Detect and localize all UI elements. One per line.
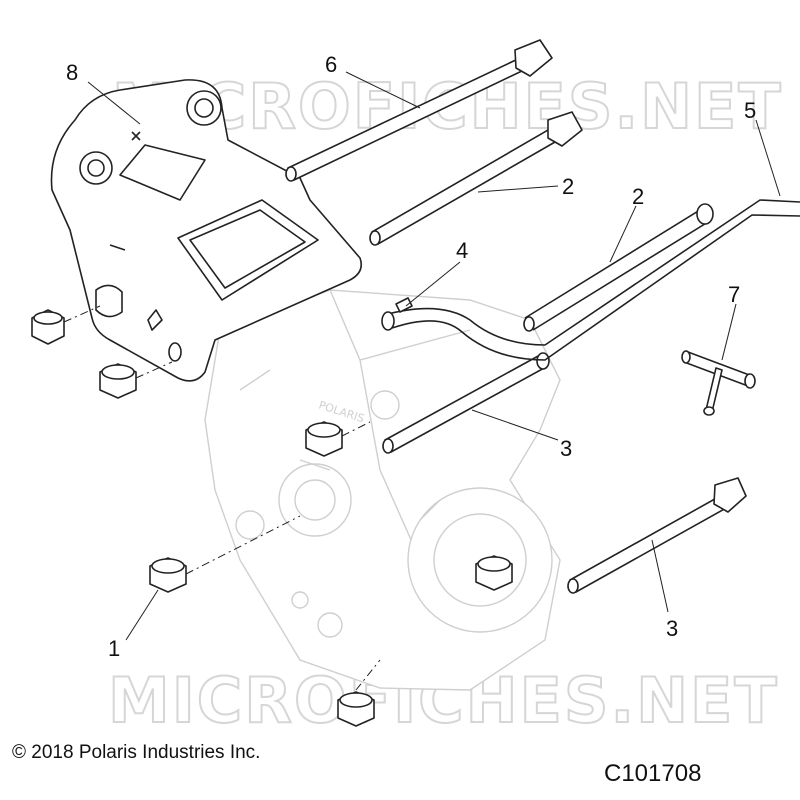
- bolt-6: [285, 39, 553, 182]
- callout-5: 5: [744, 98, 756, 123]
- bolt-3-lower: [567, 477, 747, 594]
- nut-housing: [305, 421, 343, 457]
- nut-bottom: [337, 691, 375, 727]
- nut-callout-1: [149, 557, 187, 593]
- callout-2-right: 2: [632, 184, 644, 209]
- vent-tubes: [381, 199, 800, 361]
- tee-fitting: [681, 350, 756, 416]
- nut-left-lower: [99, 363, 137, 399]
- assembly-lines: [63, 305, 381, 691]
- callout-6: 6: [325, 52, 337, 77]
- callout-2-upper: 2: [562, 174, 574, 199]
- copyright-notice: © 2018 Polaris Industries Inc.: [12, 742, 261, 763]
- bolt-3-middle: [382, 352, 550, 454]
- callout-1: 1: [108, 636, 120, 661]
- figure-id: C101708: [604, 760, 702, 787]
- callout-7: 7: [728, 282, 740, 307]
- mounting-bracket: [50, 79, 363, 382]
- bolt-2-upper: [369, 111, 583, 246]
- callout-8: 8: [66, 60, 78, 85]
- callout-4: 4: [456, 238, 468, 263]
- leader-lines: [87, 71, 781, 641]
- nut-left-upper: [31, 309, 65, 345]
- transmission-housing: POLARIS: [204, 289, 561, 691]
- callout-3-lower: 3: [666, 616, 678, 641]
- callout-3-middle: 3: [560, 436, 572, 461]
- nut-output: [475, 555, 513, 591]
